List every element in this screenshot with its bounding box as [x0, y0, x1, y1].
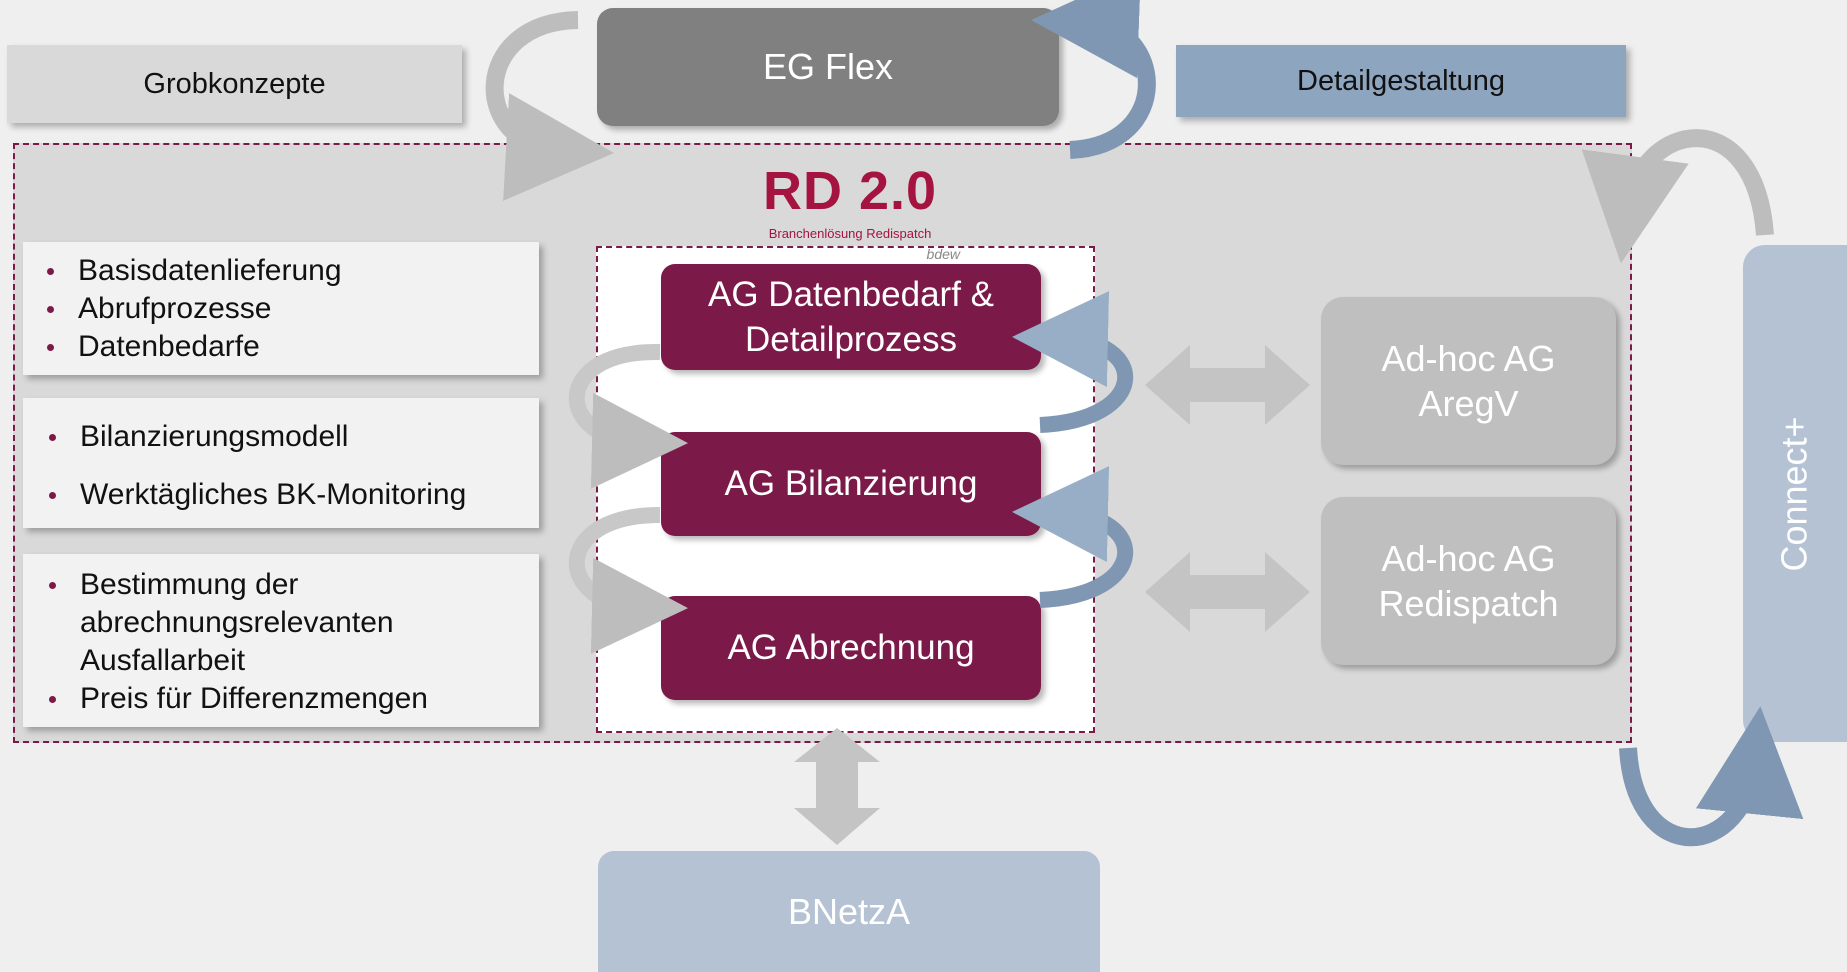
- bullet-item-continuation: Ausfallarbeit: [80, 642, 539, 680]
- eg-flex-label: EG Flex: [762, 46, 894, 87]
- bullet-dot: [47, 306, 54, 313]
- bnetza-box: BNetzA: [598, 851, 1100, 972]
- bullet-item: Datenbedarfe: [47, 328, 539, 366]
- bullet-text: abrechnungsrelevanten: [80, 606, 394, 639]
- bullet-item: Bestimmung der: [49, 566, 539, 604]
- adhoc-redispatch-line1: Ad-hoc AG: [1381, 538, 1556, 579]
- bullet-item: Basisdatenlieferung: [47, 252, 539, 290]
- ag-datenbedarf-line1: AG Datenbedarf &: [708, 274, 994, 314]
- rd-logo-title: RD 2.0: [762, 161, 938, 221]
- bullet-item: Preis für Differenzmengen: [49, 680, 539, 718]
- bdew-logo: bdew: [926, 246, 960, 262]
- bullet-dot: [49, 492, 56, 499]
- adhoc-aregv-box: Ad-hoc AG AregV: [1321, 297, 1616, 465]
- bullet-item: Werktägliches BK-Monitoring: [49, 476, 539, 514]
- curved-arrow-connect-bottom-icon: [1619, 706, 1804, 847]
- ag-bilanzierung-label: AG Bilanzierung: [724, 464, 978, 504]
- double-arrow-redispatch-icon: [1145, 552, 1310, 632]
- adhoc-aregv-line1: Ad-hoc AG: [1381, 338, 1556, 379]
- bullet-dot: [49, 696, 56, 703]
- bullet-text: Werktägliches BK-Monitoring: [80, 478, 467, 511]
- adhoc-aregv-line2: AregV: [1418, 383, 1519, 424]
- rd-logo: RD 2.0 Branchenlösung Redispatch bdew: [740, 150, 980, 270]
- bullet-item-continuation: abrechnungsrelevanten: [80, 604, 539, 642]
- adhoc-redispatch-line2: Redispatch: [1378, 583, 1559, 624]
- detailgestaltung-box: Detailgestaltung: [1176, 45, 1626, 117]
- bullet-text: Basisdatenlieferung: [78, 254, 342, 287]
- curved-arrow-detail-icon: [1031, 0, 1156, 159]
- eg-flex-box: EG Flex: [597, 8, 1059, 126]
- bullet-item: Abrufprozesse: [47, 290, 539, 328]
- double-arrow-bnetza-icon: [794, 728, 880, 845]
- bullet-item: Bilanzierungsmodell: [49, 418, 539, 456]
- curved-arrow-ag1-ag2-icon: [568, 343, 688, 489]
- grobkonzepte-label: Grobkonzepte: [143, 67, 326, 100]
- rd-logo-subtitle: Branchenlösung Redispatch: [768, 226, 932, 241]
- bullet-dot: [49, 582, 56, 589]
- double-arrow-aregv-icon: [1145, 345, 1310, 425]
- ag-abrechnung-label: AG Abrechnung: [727, 628, 975, 668]
- curved-arrow-ag2-ag3-icon: [568, 507, 688, 654]
- bullet-box-bilanzierung: Bilanzierungsmodell Werktägliches BK-Mon…: [23, 398, 539, 528]
- bullet-text: Abrufprozesse: [78, 292, 272, 325]
- ag-datenbedarf-line2: Detailprozess: [744, 320, 958, 359]
- curved-arrow-ag3-ag2-icon: [1012, 466, 1134, 608]
- bullet-text: Bestimmung der: [80, 568, 299, 601]
- curved-arrow-ag2-ag1-icon: [1012, 291, 1134, 433]
- detailgestaltung-label: Detailgestaltung: [1297, 64, 1505, 97]
- bullet-text: Datenbedarfe: [78, 330, 260, 363]
- bnetza-label: BNetzA: [787, 890, 911, 932]
- bullet-text: Ausfallarbeit: [80, 644, 246, 677]
- bullet-dot: [47, 344, 54, 351]
- connect-plus-bar: Connect+: [1743, 245, 1847, 742]
- bullet-text: Preis für Differenzmengen: [80, 682, 428, 715]
- bullet-box-datenbedarf: Basisdatenlieferung Abrufprozesse Datenb…: [23, 242, 539, 375]
- bullet-dot: [47, 268, 54, 275]
- adhoc-redispatch-box: Ad-hoc AG Redispatch: [1321, 497, 1616, 665]
- ag-datenbedarf-box: AG Datenbedarf & Detailprozess: [661, 264, 1041, 370]
- ag-bilanzierung-box: AG Bilanzierung: [661, 432, 1041, 536]
- bullet-text: Bilanzierungsmodell: [80, 420, 349, 453]
- ag-abrechnung-box: AG Abrechnung: [661, 596, 1041, 700]
- curved-arrow-connect-top-icon: [1581, 129, 1774, 264]
- bullet-dot: [49, 434, 56, 441]
- curved-arrow-grobkonzepte-icon: [485, 11, 614, 201]
- bullet-box-abrechnung: Bestimmung der abrechnungsrelevanten Aus…: [23, 554, 539, 727]
- grobkonzepte-box: Grobkonzepte: [7, 45, 462, 123]
